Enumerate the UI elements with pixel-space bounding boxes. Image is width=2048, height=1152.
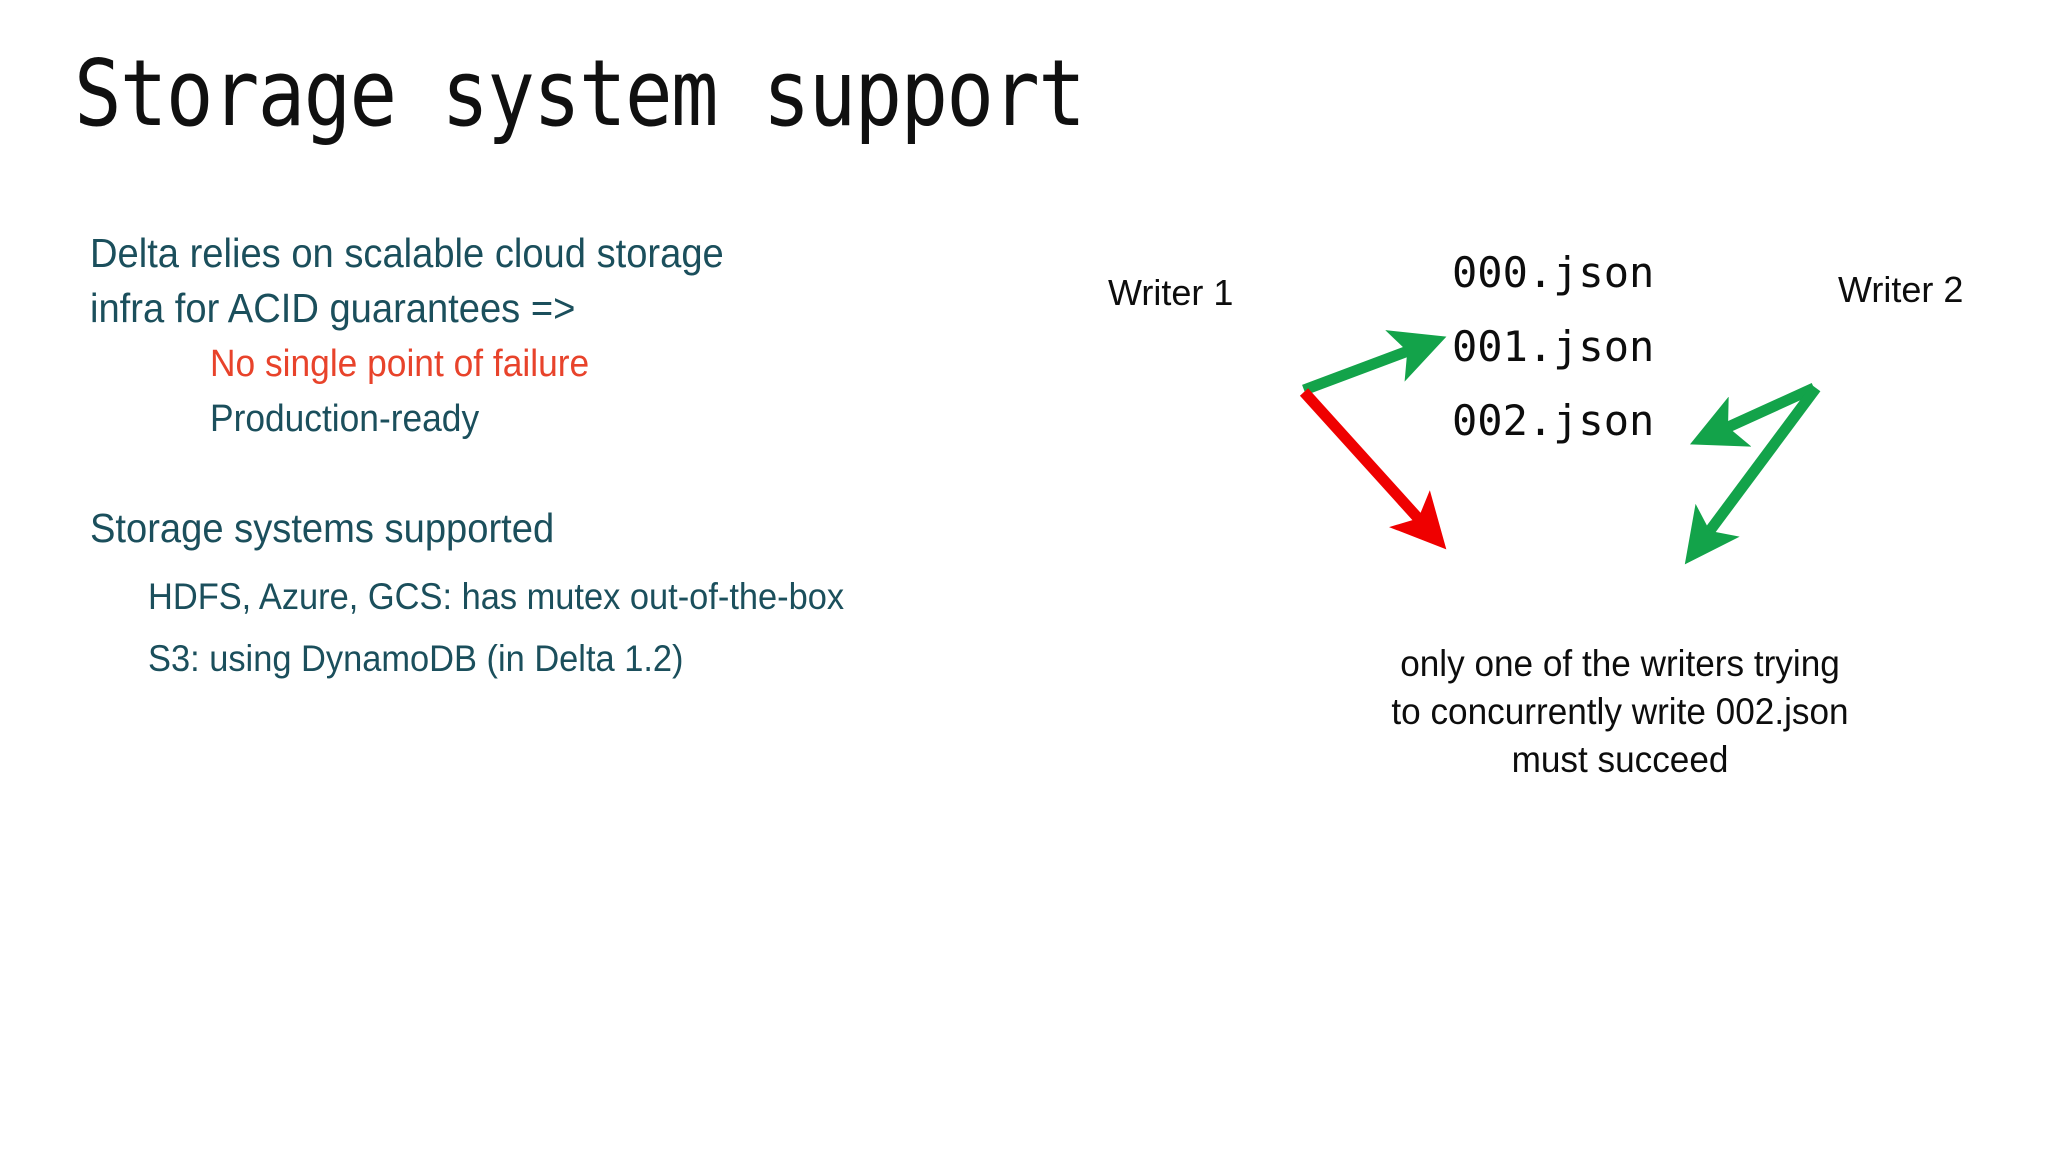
writer-conflict-diagram: Writer 1 Writer 2 000.json 001.json 002.…: [1080, 230, 1980, 650]
arrow-writer2-to-001: [1689, 382, 1817, 447]
caption-line-1: only one of the writers trying: [1400, 643, 1840, 684]
bullet-no-single-point-of-failure: No single point of failure: [210, 343, 590, 385]
file-label-002-json: 002.json: [1452, 396, 1655, 445]
paragraph-line-2: infra for ACID guarantees =>: [90, 285, 576, 331]
bullet-s3-dynamodb: S3: using DynamoDB (in Delta 1.2): [148, 638, 684, 679]
paragraph-line-1: Delta relies on scalable cloud storage: [90, 230, 724, 276]
file-label-001-json: 001.json: [1452, 322, 1655, 371]
arrow-writer1-to-000: [1302, 330, 1447, 396]
arrow-writer2-to-002: [1684, 384, 1821, 565]
file-label-000-json: 000.json: [1452, 248, 1655, 297]
caption-line-3: must succeed: [1511, 739, 1729, 781]
arrow-writer1-to-002: [1299, 388, 1447, 550]
diagram-caption: only one of the writers trying to concur…: [1259, 640, 1981, 784]
bullet-hdfs-azure-gcs: HDFS, Azure, GCS: has mutex out-of-the-b…: [148, 576, 845, 617]
bullet-production-ready: Production-ready: [210, 398, 480, 440]
caption-line-2: to concurrently write 002.json: [1391, 691, 1849, 733]
left-content-column: Delta relies on scalable cloud storage i…: [0, 0, 1000, 1152]
page-title: Storage system support: [74, 40, 1086, 147]
section-heading-storage-systems: Storage systems supported: [90, 505, 555, 551]
writer-1-label: Writer 1: [1108, 272, 1234, 313]
diagram-arrows-svg: [1299, 330, 1821, 565]
writer-2-label: Writer 2: [1838, 269, 1964, 310]
